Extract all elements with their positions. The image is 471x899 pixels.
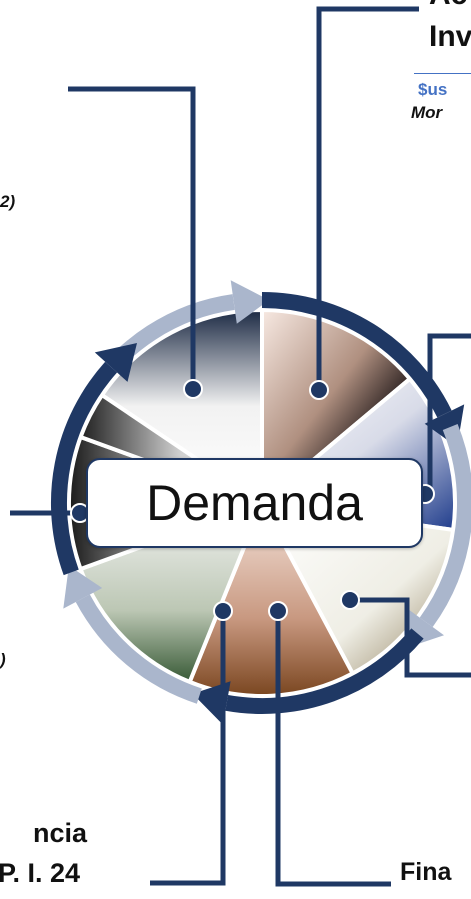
left-note-upper: 2) — [0, 192, 16, 211]
cycle-arrow-top-left-head — [230, 280, 270, 324]
connector-bottom-left — [150, 611, 226, 886]
top-right-subtitle: $us — [418, 80, 448, 99]
connector-bottom-right — [275, 611, 391, 887]
dot-top-left — [183, 379, 203, 399]
cycle-arrow-bottom-right — [225, 628, 424, 714]
connector-top-right — [316, 6, 419, 390]
left-note-lower: ) — [0, 650, 6, 669]
bottom-right-label: Fina — [400, 858, 452, 886]
connector-right — [427, 333, 471, 494]
top-right-title-line1: Ac — [429, 0, 467, 12]
connector-top-left — [68, 86, 196, 385]
segment-top-right — [260, 307, 413, 508]
segment-bottom — [187, 498, 356, 698]
dot-top-right — [309, 380, 329, 400]
dot-bottom-right — [268, 601, 288, 621]
bottom-left-label-line2: P. I. 24 — [0, 858, 81, 888]
cycle-arrow-bottom-left — [75, 594, 202, 704]
top-right-underline — [414, 73, 471, 74]
dot-bottom-left — [213, 601, 233, 621]
bottom-left-label-line1: ncia — [33, 818, 88, 848]
connector-lower-right — [350, 597, 471, 678]
cycle-arrow-left-head — [94, 343, 137, 382]
top-right-title-line2: Inv — [429, 20, 471, 53]
cycle-arrow-bottom-left-head — [63, 565, 103, 609]
top-right-note: Mor — [411, 103, 443, 122]
cycle-arrow-right — [419, 424, 471, 627]
dot-lower-right — [340, 590, 360, 610]
center-label-demanda: Demanda — [86, 458, 423, 548]
cycle-arrow-left — [50, 361, 118, 576]
